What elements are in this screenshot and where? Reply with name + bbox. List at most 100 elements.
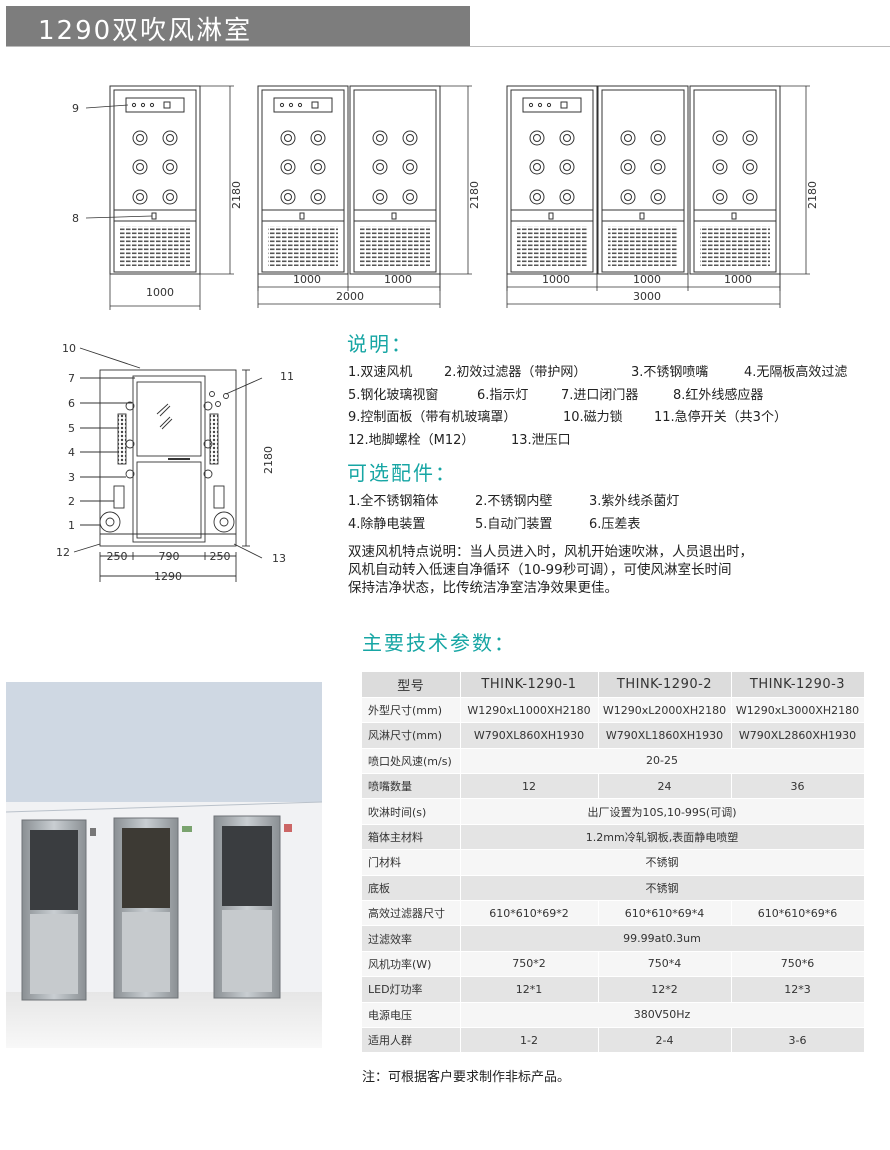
table-cell: 2-4 — [598, 1027, 732, 1054]
callout-5: 5 — [68, 422, 75, 435]
label-9: 9 — [72, 102, 79, 115]
table-cell: 20-25 — [460, 748, 865, 775]
row-label: 箱体主材料 — [362, 824, 461, 851]
row-label: 吹淋时间(s) — [362, 798, 461, 825]
desc-item: 8.红外线感应器 — [673, 388, 764, 403]
callout-12: 12 — [56, 546, 70, 559]
desc-item: 12.地脚螺栓（M12） — [348, 433, 475, 448]
row-label: 喷嘴数量 — [362, 773, 461, 800]
width-2b: 1000 — [384, 273, 412, 286]
table-cell: 750*4 — [598, 951, 732, 978]
height-label-3: 2180 — [806, 181, 819, 209]
width-3b: 1000 — [633, 273, 661, 286]
table-row: 吹淋时间(s)出厂设置为10S,10-99S(可调) — [362, 798, 865, 825]
width-2-total: 2000 — [336, 290, 364, 303]
table-cell: 24 — [598, 773, 732, 800]
width-1: 1000 — [146, 286, 174, 299]
option-item: 2.不锈钢内壁 — [475, 494, 553, 509]
height-label-2: 2180 — [468, 181, 481, 209]
feature-line-3: 保持洁净状态，比传统洁净室洁净效果更佳。 — [348, 580, 618, 596]
table-cell: 12*3 — [731, 976, 865, 1003]
section-w2: 790 — [159, 550, 180, 563]
callout-4: 4 — [68, 446, 75, 459]
row-label: 适用人群 — [362, 1027, 461, 1054]
header-cell: THINK-1290-3 — [731, 672, 865, 698]
row-label: 风机功率(W) — [362, 951, 461, 978]
callout-1: 1 — [68, 519, 75, 532]
options-heading: 可选配件： — [347, 461, 457, 485]
table-cell: 3-6 — [731, 1027, 865, 1054]
callout-11: 11 — [280, 370, 294, 383]
table-cell: W1290xL1000XH2180 — [460, 697, 599, 724]
callout-7: 7 — [68, 372, 75, 385]
spec-table: 型号 THINK-1290-1 THINK-1290-2 THINK-1290-… — [362, 672, 865, 1054]
table-cell: 出厂设置为10S,10-99S(可调) — [460, 798, 865, 825]
option-item: 3.紫外线杀菌灯 — [589, 494, 680, 509]
row-label: LED灯功率 — [362, 976, 461, 1003]
section-total: 1290 — [154, 570, 182, 583]
table-cell: 610*610*69*4 — [598, 900, 732, 927]
callout-6: 6 — [68, 397, 75, 410]
label-8: 8 — [72, 212, 79, 225]
desc-item: 10.磁力锁 — [563, 410, 623, 425]
table-cell: W1290xL3000XH2180 — [731, 697, 865, 724]
callout-3: 3 — [68, 471, 75, 484]
table-row: 底板不锈钢 — [362, 875, 865, 902]
table-cell: 不锈钢 — [460, 875, 865, 902]
product-photo — [6, 682, 322, 1048]
section-w3: 250 — [210, 550, 231, 563]
option-item: 1.全不锈钢箱体 — [348, 494, 439, 509]
row-label: 风淋尺寸(mm) — [362, 722, 461, 749]
desc-item: 7.进口闭门器 — [561, 388, 639, 403]
row-label: 门材料 — [362, 849, 461, 876]
callout-10: 10 — [62, 342, 76, 355]
row-label: 底板 — [362, 875, 461, 902]
width-3a: 1000 — [542, 273, 570, 286]
feature-line-1: 双速风机特点说明：当人员进入时，风机开始速吹淋，人员退出时， — [348, 544, 753, 560]
width-3-total: 3000 — [633, 290, 661, 303]
table-cell: 12 — [460, 773, 599, 800]
width-3c: 1000 — [724, 273, 752, 286]
option-item: 6.压差表 — [589, 517, 641, 532]
section-drawing: 10 7 6 5 4 3 2 1 12 11 13 2180 250 790 2… — [56, 342, 294, 583]
table-cell: 750*6 — [731, 951, 865, 978]
desc-item: 11.急停开关（共3个） — [654, 410, 787, 425]
table-cell: 不锈钢 — [460, 849, 865, 876]
row-label: 高效过滤器尺寸 — [362, 900, 461, 927]
table-row: 喷口处风速(m/s)20-25 — [362, 748, 865, 775]
table-cell: W790XL2860XH1930 — [731, 722, 865, 749]
table-cell: 750*2 — [460, 951, 599, 978]
table-cell: 380V50Hz — [460, 1002, 865, 1028]
header-cell: THINK-1290-2 — [598, 672, 732, 698]
row-label: 外型尺寸(mm) — [362, 697, 461, 724]
row-label: 电源电压 — [362, 1002, 461, 1028]
footnote: 注：可根据客户要求制作非标产品。 — [362, 1070, 571, 1085]
header-cell: 型号 — [362, 672, 461, 698]
table-row: 门材料不锈钢 — [362, 849, 865, 876]
desc-item: 9.控制面板（带有机玻璃罩） — [348, 410, 517, 425]
section-height: 2180 — [262, 446, 275, 474]
title-bar: 1290双吹风淋室 — [6, 6, 470, 46]
page-title: 1290双吹风淋室 — [38, 16, 253, 46]
feature-line-2: 风机自动转入低速自净循环（10-99秒可调），可使风淋室长时间 — [348, 562, 732, 578]
table-header-row: 型号 THINK-1290-1 THINK-1290-2 THINK-1290-… — [362, 672, 865, 698]
table-cell: 610*610*69*2 — [460, 900, 599, 927]
row-label: 过滤效率 — [362, 925, 461, 952]
desc-item: 4.无隔板高效过滤 — [744, 365, 848, 380]
table-cell: 36 — [731, 773, 865, 800]
table-cell: W1290xL2000XH2180 — [598, 697, 732, 724]
table-cell: 1.2mm冷轧钢板,表面静电喷塑 — [460, 824, 865, 851]
elevation-drawings: 9 8 2180 2180 2180 1000 1000 1000 2000 1… — [72, 85, 819, 310]
desc-item: 1.双速风机 — [348, 365, 413, 380]
desc-item: 3.不锈钢喷嘴 — [631, 365, 709, 380]
desc-item: 6.指示灯 — [477, 388, 529, 403]
